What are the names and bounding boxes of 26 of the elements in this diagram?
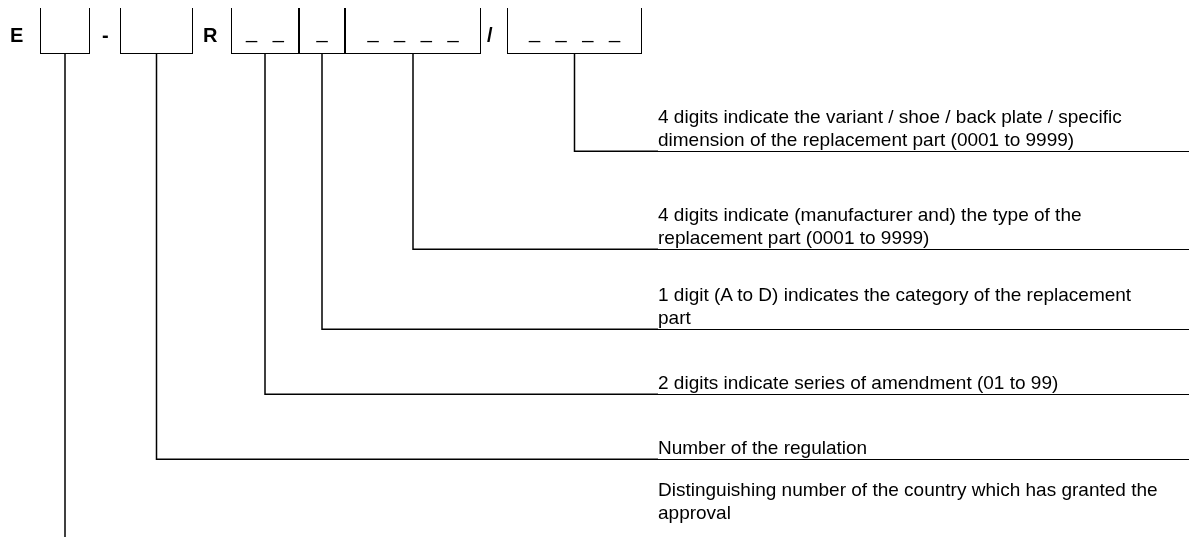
description-text: 1 digit (A to D) indicates the category of the replacement part [658,283,1133,329]
placeholder-dashes: _ _ _ _ [367,21,459,45]
code-character: E [10,25,24,45]
character-slot [231,8,299,54]
code-character: R [203,25,218,45]
character-slot [120,8,193,54]
leader-line [412,53,659,250]
description-text: 2 digits indicate series of amendment (01 to 99) [658,371,1060,394]
description-text: 4 digits indicate the variant / shoe / back plate / specific dimension of the replacement part (0001 to 9999) [658,105,1123,151]
description-text: Number of the regulation [658,436,869,459]
character-slot [299,8,345,54]
leader-line [64,53,66,537]
description-text: Distinguishing number of the country which has granted the approval [658,478,1159,524]
description-text: 4 digits indicate (manufacturer and) the type of the replacement part (0001 to 9999) [658,203,1083,249]
code-character: - [102,25,109,45]
character-slot [40,8,90,54]
leader-line [264,53,659,395]
character-slot [345,8,481,54]
placeholder-dashes: _ _ _ _ [528,21,621,45]
character-slot [507,8,642,54]
code-character: / [487,25,493,45]
leader-line [321,53,659,330]
placeholder-dashes: _ _ [246,21,284,45]
leader-line [573,53,659,152]
leader-line [155,53,659,460]
placeholder-dashes: _ [316,21,328,45]
